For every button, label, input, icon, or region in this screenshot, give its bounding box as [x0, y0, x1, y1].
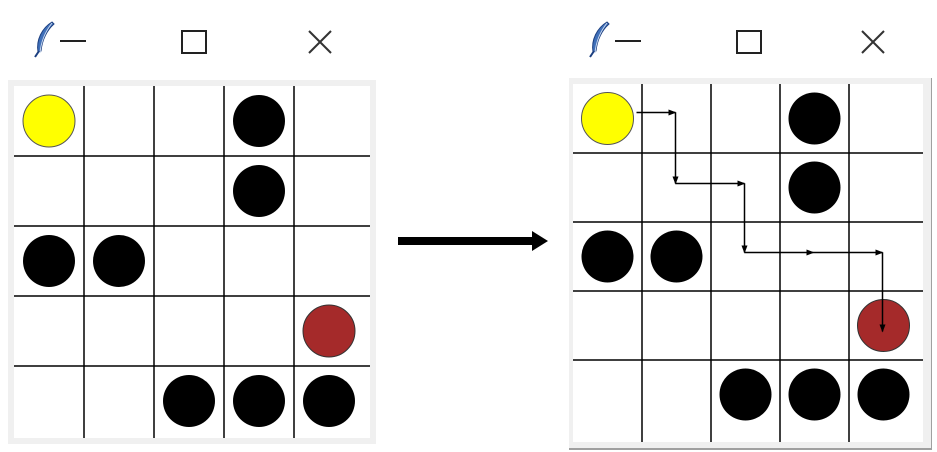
goal-circle — [857, 299, 910, 352]
minimize-button[interactable] — [611, 32, 645, 46]
obstacle-circle — [788, 161, 841, 214]
window-frame — [8, 80, 376, 444]
title-bar[interactable] — [0, 0, 390, 80]
obstacle-circle — [163, 375, 215, 427]
grid-board — [573, 84, 923, 442]
obstacle-circle — [93, 235, 145, 287]
obstacle-circle — [788, 368, 841, 421]
obstacle-circle — [857, 368, 910, 421]
start-circle — [581, 92, 634, 145]
obstacle-circle — [233, 95, 285, 147]
close-button[interactable] — [855, 24, 891, 60]
grid-canvas[interactable] — [573, 84, 923, 442]
grid-canvas[interactable] — [14, 86, 370, 438]
obstacle-circle — [650, 230, 703, 283]
feather-icon — [589, 21, 610, 58]
obstacle-circle — [233, 375, 285, 427]
obstacle-circle — [303, 375, 355, 427]
minimize-button[interactable] — [56, 32, 90, 46]
obstacle-circle — [719, 368, 772, 421]
close-button[interactable] — [302, 24, 338, 60]
obstacle-circle — [581, 230, 634, 283]
start-circle — [22, 94, 76, 148]
title-bar[interactable] — [565, 0, 937, 80]
obstacle-circle — [233, 165, 285, 217]
obstacle-circle — [23, 235, 75, 287]
obstacle-circle — [788, 92, 841, 145]
goal-circle — [302, 304, 356, 358]
window-before — [0, 0, 390, 452]
maximize-button[interactable] — [733, 26, 765, 58]
feather-icon — [34, 21, 55, 58]
window-frame — [569, 78, 932, 450]
transition-arrow — [398, 228, 550, 256]
right-arrow-icon — [398, 231, 548, 251]
maximize-button[interactable] — [178, 26, 210, 58]
window-after — [565, 0, 937, 452]
grid-board — [14, 86, 370, 438]
